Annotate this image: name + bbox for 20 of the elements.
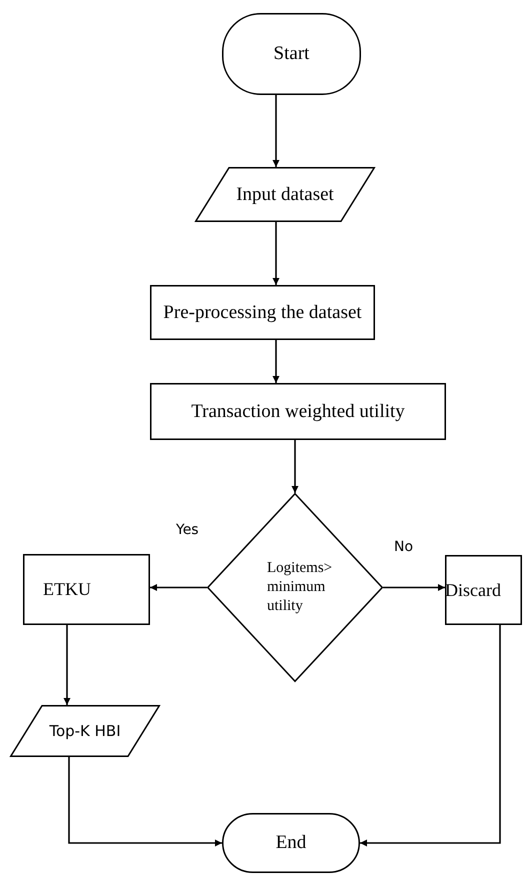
step-text: Start: [274, 42, 310, 66]
arrow: [292, 440, 298, 493]
arrow: [272, 340, 280, 383]
step-text: Top-K HBI: [49, 722, 121, 740]
arrow: [68, 757, 222, 846]
branch-label: No: [394, 539, 414, 555]
condition-text: Logitems> minimum utility: [267, 559, 333, 616]
arrow: [383, 584, 445, 591]
step-text: ETKU: [43, 578, 91, 601]
arrow: [272, 222, 280, 285]
arrow: [360, 625, 501, 846]
arrow: [64, 625, 70, 705]
step-text: Discard: [445, 578, 501, 602]
step-text: Pre-processing the dataset: [163, 300, 362, 324]
arrow: [272, 95, 280, 167]
arrow: [150, 584, 207, 591]
branch-label: Yes: [176, 522, 199, 538]
step-text: End: [276, 831, 306, 855]
step-text: Transaction weighted utility: [191, 400, 405, 424]
step-text: Input dataset: [236, 182, 334, 206]
